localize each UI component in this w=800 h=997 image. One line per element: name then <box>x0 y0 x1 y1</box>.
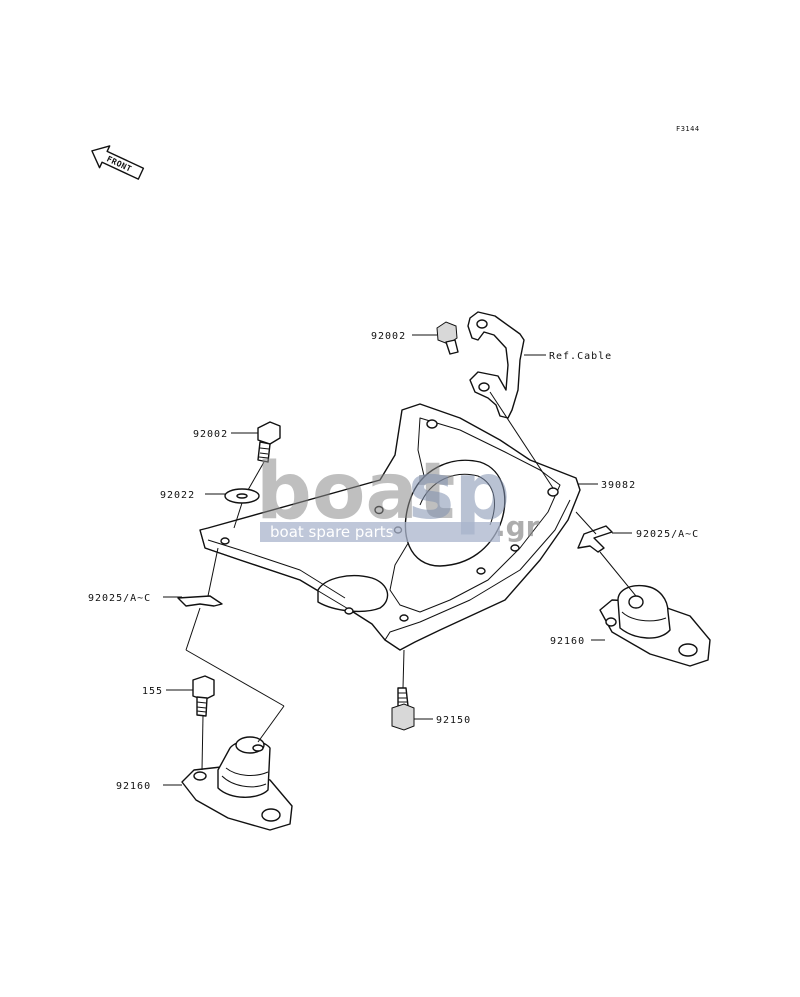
watermark-tagline-bar <box>260 522 500 542</box>
bolt-92150 <box>391 687 415 731</box>
callout-bolt-92150: 92150 <box>436 715 471 726</box>
bolt-92002-left <box>257 421 281 463</box>
watermark-suffix: .gr <box>495 510 540 543</box>
watermark-logo: boat sp .gr boat spare parts <box>256 447 540 543</box>
engine-mount-right <box>599 584 711 667</box>
clip-92025-right <box>577 525 613 553</box>
callout-bolt-top: 92002 <box>371 331 406 342</box>
callout-bolt-155: 155 <box>142 686 163 697</box>
callout-plate: 39082 <box>601 480 636 491</box>
callout-mount-right: 92160 <box>550 636 585 647</box>
clip-92025-left <box>177 595 223 607</box>
figure-code: F3144 <box>676 125 700 133</box>
callout-bolt-left: 92002 <box>193 429 228 440</box>
callout-mount-left: 92160 <box>116 781 151 792</box>
cable-bracket <box>467 311 525 419</box>
engine-mount-left <box>181 736 293 831</box>
bolt-155 <box>192 675 215 717</box>
front-arrow-icon: FRONT <box>91 145 145 180</box>
bolt-92002-top <box>436 321 459 355</box>
watermark-tagline: boat spare parts <box>270 523 394 541</box>
callout-washer: 92022 <box>160 490 195 501</box>
washer-92022 <box>224 488 260 504</box>
leader-lines <box>163 334 637 786</box>
callout-clip-left: 92025/A~C <box>88 593 151 604</box>
callout-clip-right: 92025/A~C <box>636 529 699 540</box>
callout-ref-cable: Ref.Cable <box>549 351 612 362</box>
